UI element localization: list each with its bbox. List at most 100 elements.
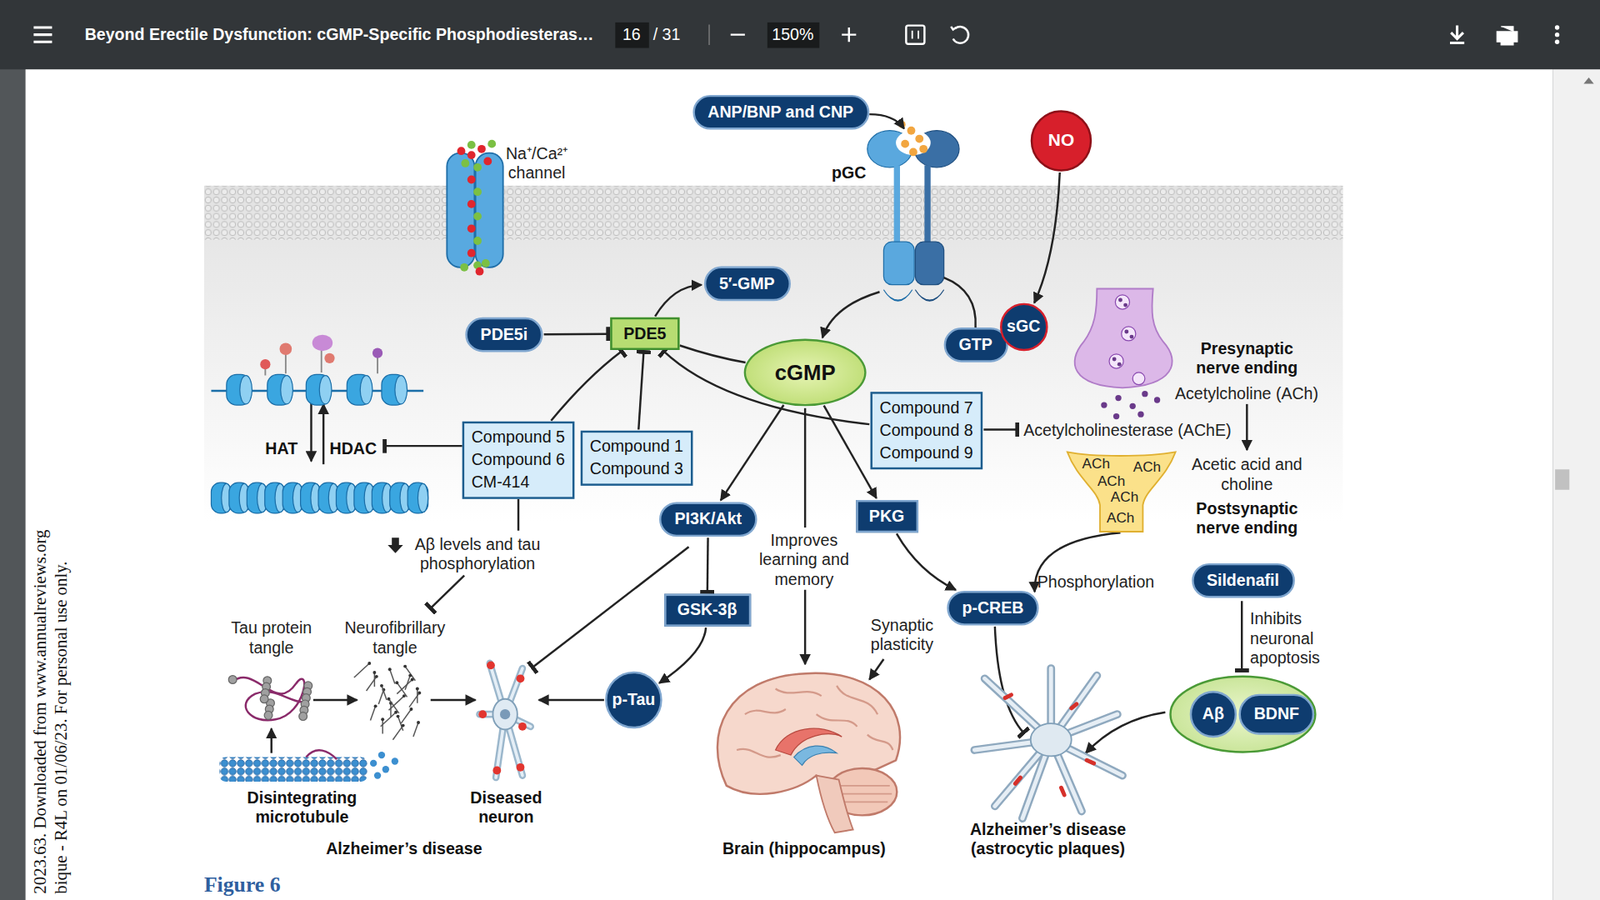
molecule-pill: PDE5i (465, 317, 543, 353)
connector-line (822, 291, 880, 338)
nucleosome (240, 375, 253, 405)
fibril (354, 663, 370, 678)
fibril (402, 694, 406, 698)
presynaptic-terminal (1130, 403, 1136, 410)
node-text: Compound 1 (590, 435, 684, 459)
fibril (367, 661, 371, 665)
fibril (413, 722, 419, 737)
connector-line (1240, 600, 1243, 670)
presynaptic-terminal (1137, 410, 1144, 417)
presynaptic-terminal (1130, 335, 1135, 340)
receptor-pgc (915, 135, 924, 144)
histone-marks (372, 348, 383, 359)
receptor-pgc (915, 241, 944, 285)
ion-dot (473, 212, 482, 221)
node-text: PDE5 (623, 323, 666, 344)
astrocyte (1005, 695, 1095, 795)
astrocyte (974, 668, 1123, 819)
viewer-chrome (1555, 32, 1560, 37)
presynaptic-terminal (1121, 326, 1136, 341)
presynaptic-terminal (1075, 289, 1173, 420)
molecule-ellipse: cGMP (744, 339, 867, 407)
connector-line (539, 699, 605, 701)
node-text: Aβ (1202, 704, 1225, 725)
connector-line (387, 537, 403, 553)
connector-line (271, 114, 1248, 754)
compound-box: Compound 5Compound 6CM-414 (462, 421, 575, 500)
microtubule (219, 750, 399, 782)
tau-bead (260, 695, 269, 704)
node-text: Compound 6 (471, 449, 565, 472)
fibril (380, 684, 384, 688)
postsynaptic-terminal (1067, 451, 1176, 532)
fibril (390, 703, 391, 718)
diseased-neuron (516, 674, 525, 683)
presynaptic-terminal (1141, 390, 1148, 397)
diseased-neuron (516, 763, 525, 772)
microtubule (219, 757, 368, 782)
connector-line (995, 626, 1024, 733)
viewer-title: Beyond Erectile Dysfunction: cGMP-Specif… (85, 24, 595, 45)
connector-line (804, 408, 806, 528)
connector-line (983, 428, 1017, 430)
tau-tangle (228, 675, 312, 721)
fibril (380, 717, 385, 721)
brain-illustration (717, 673, 900, 833)
receptor-pgc (915, 290, 944, 301)
molecule-pill: GSK-3β (664, 594, 751, 627)
arrow-connector (1034, 172, 1060, 303)
node-text: BDNF (1254, 704, 1300, 725)
nucleosome (319, 375, 332, 405)
receptor-pgc (900, 140, 910, 149)
node-text: NO (1048, 130, 1075, 151)
microtubule (305, 750, 337, 760)
presynaptic-terminal (1113, 413, 1120, 420)
fibril (374, 704, 378, 708)
ion-channel (446, 140, 503, 276)
diagram-label: ACh (1082, 455, 1110, 472)
connector-line (430, 575, 465, 609)
presynaptic-terminal (1115, 295, 1130, 310)
microtubule (378, 751, 385, 759)
molecule-pill: PDE5 (610, 317, 680, 350)
ion-dot (467, 249, 476, 258)
node-text: p-CREB (961, 598, 1024, 619)
diagram-label: Brain (hippocampus) (722, 839, 886, 859)
arrow-connector (680, 345, 746, 362)
node-text: Compound 3 (590, 458, 684, 481)
abeta-bdnf-ellipse (1170, 676, 1315, 753)
ion-dot (487, 140, 496, 149)
figure-caption: Figure 6 (204, 872, 281, 897)
viewer-chrome (912, 30, 919, 40)
diagram-label: Improves learning and memory (753, 530, 855, 590)
ion-dot (460, 159, 470, 168)
inhibition-connector (638, 351, 644, 430)
node-text: Compound 8 (880, 419, 974, 442)
receptor-pgc (883, 290, 912, 301)
fibril (390, 669, 395, 684)
diagram-label: Tau protein tangle (220, 618, 322, 658)
receptor-pgc (867, 120, 960, 301)
fibril (392, 725, 403, 740)
node-text: PI3K/Akt (675, 509, 743, 530)
diseased-neuron (486, 660, 495, 670)
nucleosome (280, 375, 294, 405)
presynaptic-terminal (1132, 372, 1145, 385)
diagram-label: Aβ levels and tau phosphorylation (400, 535, 555, 575)
fibril (380, 712, 396, 727)
molecule-circle: p-Tau (605, 671, 663, 730)
compound-box: Compound 7Compound 8Compound 9 (870, 391, 983, 470)
diseased-neuron (478, 710, 487, 719)
connector-line (869, 659, 884, 680)
diagram-label: HAT (265, 439, 298, 459)
ion-dot (460, 263, 469, 272)
connector-line (310, 400, 312, 461)
watermark: 2023.63. Downloaded from www.annualrevie… (30, 530, 51, 895)
viewer-chrome (767, 22, 820, 49)
ion-dot (467, 150, 476, 160)
nucleosome (395, 375, 408, 405)
viewer-chrome (1496, 26, 1517, 45)
ion-dot (473, 187, 482, 196)
